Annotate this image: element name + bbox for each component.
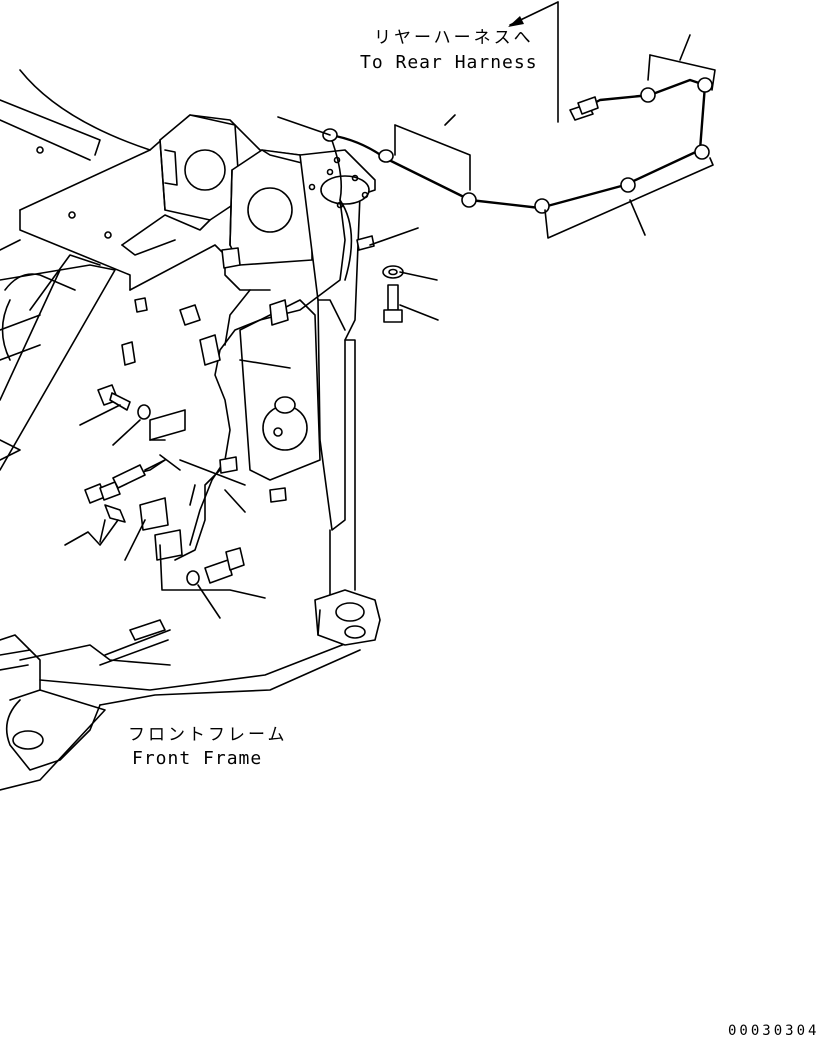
wire-harness: [129, 77, 713, 561]
front-frame: [0, 69, 381, 791]
drawing-number: 00030304: [728, 1023, 820, 1039]
to-rear-harness-label: To Rear Harness: [360, 52, 538, 73]
loose-parts: [84, 265, 404, 586]
front-frame-jp-label: フロントフレーム: [128, 725, 288, 745]
front-frame-label: Front Frame: [132, 748, 263, 769]
leader-lines: [64, 1, 716, 619]
to-rear-harness-jp-label: リヤーハーネスへ: [374, 28, 534, 48]
